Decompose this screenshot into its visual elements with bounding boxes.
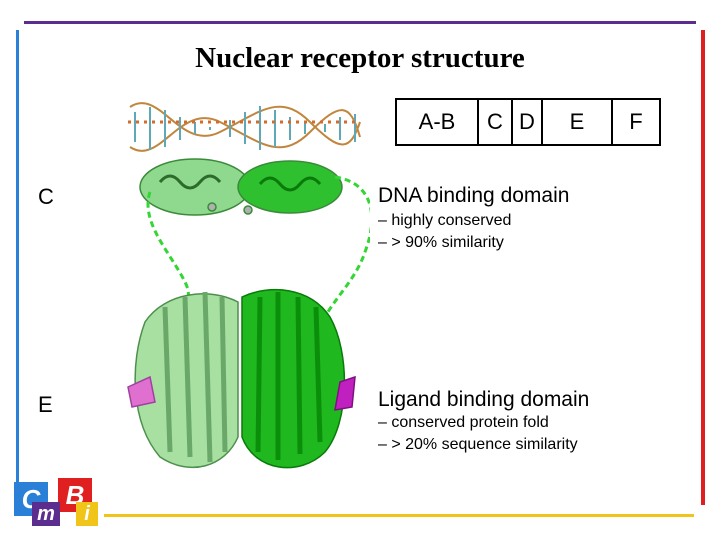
domain-c: C xyxy=(477,100,511,144)
ligand-binding-point-1: – conserved protein fold xyxy=(378,414,549,431)
domain-map: A-B C D E F xyxy=(395,98,661,146)
ligand-binding-point-2: – > 20% sequence similarity xyxy=(378,436,578,453)
dna-binding-domain xyxy=(139,158,343,216)
ligand-binding-heading: Ligand binding domain xyxy=(378,388,590,411)
dna-binding-point-1: – highly conserved xyxy=(378,212,512,229)
label-c: C xyxy=(38,184,54,209)
dna-helix xyxy=(128,102,361,152)
label-e: E xyxy=(38,392,53,417)
cbmi-logo: C B m i xyxy=(14,478,104,528)
right-border-bar xyxy=(701,30,705,505)
slide-title: Nuclear receptor structure xyxy=(195,42,525,74)
left-border-bar xyxy=(16,30,19,485)
domain-ab: A-B xyxy=(418,109,456,134)
ligand-binding-domain xyxy=(127,288,356,469)
dna-binding-point-2: – > 90% similarity xyxy=(378,234,504,251)
domain-f: F xyxy=(611,100,659,144)
dna-binding-heading: DNA binding domain xyxy=(378,184,570,207)
top-border-bar xyxy=(24,21,696,24)
domain-e: E xyxy=(541,100,611,144)
hinge-linker-right xyxy=(320,175,370,325)
logo-letter-i: i xyxy=(76,502,98,526)
domain-d: D xyxy=(511,100,541,144)
logo-letter-m: m xyxy=(32,502,60,526)
protein-dna-structure-image xyxy=(127,102,370,469)
bottom-border-bar xyxy=(104,514,694,517)
